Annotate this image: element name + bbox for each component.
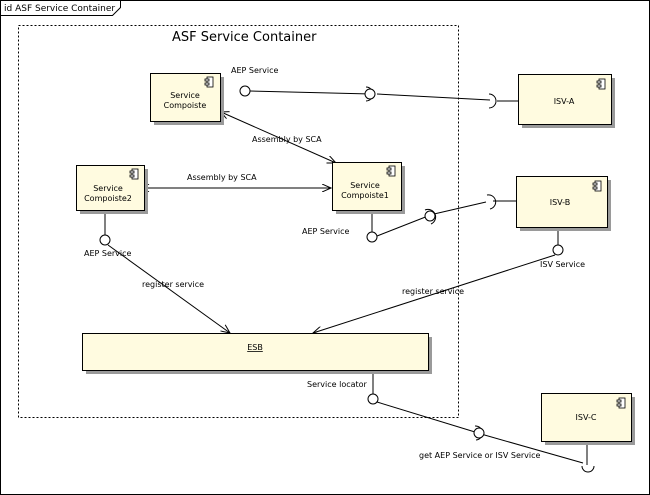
service-container[interactable] xyxy=(18,25,459,418)
label-service-locator: Service locator xyxy=(307,380,368,389)
component-label: Service xyxy=(170,91,200,100)
isv-service-interface[interactable] xyxy=(552,244,564,256)
aep-service-left-interface[interactable] xyxy=(99,234,111,246)
component-label: Service xyxy=(350,181,380,190)
component-esb[interactable]: ESB xyxy=(82,333,433,375)
component-isv-c[interactable]: ISV-C xyxy=(541,393,636,446)
component-label: Compoiste2 xyxy=(84,194,132,203)
label-assembly-sca-1: Assembly by SCA xyxy=(252,135,322,144)
isv-c-label: ISV-C xyxy=(576,413,597,422)
label-get-service: get AEP Service or ISV Service xyxy=(419,451,541,460)
label-isv-service: ISV Service xyxy=(540,260,585,269)
component-service-composite1[interactable]: Service Compoiste1 xyxy=(332,162,406,215)
aep-service-mid-interface[interactable] xyxy=(366,231,378,243)
component-label: Compoiste1 xyxy=(341,191,389,200)
label-aep-service-mid: AEP Service xyxy=(302,227,350,236)
esb-label: ESB xyxy=(247,343,263,352)
label-assembly-sca-2: Assembly by SCA xyxy=(187,173,257,182)
connector-aep-top[interactable] xyxy=(239,85,518,109)
register-service-arrow-left[interactable] xyxy=(107,244,230,333)
service-locator-interface[interactable] xyxy=(367,393,379,405)
container-title: ASF Service Container xyxy=(172,30,317,45)
component-label: Compoiste xyxy=(164,101,207,110)
isv-b-label: ISV-B xyxy=(550,198,571,207)
connector-aep-mid[interactable] xyxy=(366,194,516,243)
label-register-service-right: register service xyxy=(402,287,464,296)
label-aep-service-left: AEP Service xyxy=(84,249,132,258)
label-register-service-left: register service xyxy=(142,280,204,289)
component-service-composite[interactable]: Service Compoiste xyxy=(150,73,225,126)
component-label: Service xyxy=(93,184,123,193)
component-isv-a[interactable]: ISV-A xyxy=(518,74,616,129)
connector-service-locator[interactable] xyxy=(367,393,595,473)
component-isv-b[interactable]: ISV-B xyxy=(516,176,612,232)
frame-tab[interactable] xyxy=(0,0,121,16)
frame-tab-title: id ASF Service Container xyxy=(4,4,115,14)
label-aep-service-top: AEP Service xyxy=(231,66,279,75)
aep-service-top-interface[interactable] xyxy=(239,85,251,97)
register-service-arrow-right[interactable] xyxy=(313,254,556,333)
component-service-composite2[interactable]: Service Compoiste2 xyxy=(76,165,149,215)
assembly-sca-arrow-1[interactable] xyxy=(221,112,336,163)
isv-a-label: ISV-A xyxy=(554,97,575,106)
